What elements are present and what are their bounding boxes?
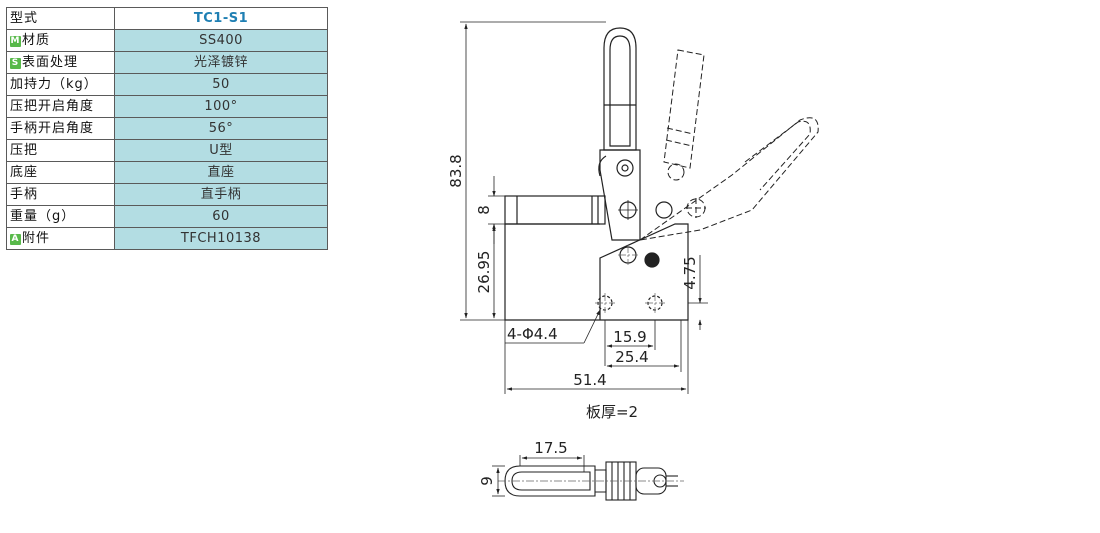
spec-value: 直手柄 xyxy=(114,183,328,206)
clamp-front-view xyxy=(504,27,689,321)
spec-value: 56° xyxy=(114,117,328,140)
spec-value: 100° xyxy=(114,95,328,118)
spec-row-clamp-force: 加持力（kg） 50 xyxy=(6,73,328,96)
surface-badge-icon: S xyxy=(10,58,21,69)
dim-hole-offset: 4.75 xyxy=(681,256,699,289)
accessory-badge-icon: A xyxy=(10,234,21,245)
dim-total-height: 83.8 xyxy=(447,154,465,187)
dim-hole-spacing: 15.9 xyxy=(613,328,646,346)
spec-label: 手柄开启角度 xyxy=(6,117,115,140)
clamp-open-positions xyxy=(639,49,819,241)
spec-label: 底座 xyxy=(6,161,115,184)
spec-label: 加持力（kg） xyxy=(6,73,115,96)
top-view-dimension-lines xyxy=(492,455,585,497)
dim-base-height: 26.95 xyxy=(475,251,493,294)
spec-label: 压把 xyxy=(6,139,115,162)
dimension-lines xyxy=(460,21,708,394)
spec-row-bar-angle: 压把开启角度 100° xyxy=(6,95,328,118)
spec-value: SS400 xyxy=(114,29,328,52)
spec-value: 60 xyxy=(114,205,328,228)
center-lines xyxy=(595,245,665,313)
spec-row-base: 底座 直座 xyxy=(6,161,328,184)
spec-value: 光泽镀锌 xyxy=(114,51,328,74)
dim-total-length: 51.4 xyxy=(573,371,606,389)
spec-row-handle: 手柄 直手柄 xyxy=(6,183,328,206)
spec-value: 直座 xyxy=(114,161,328,184)
dim-top-length: 17.5 xyxy=(534,439,567,457)
plate-thickness-note: 板厚=2 xyxy=(586,403,638,421)
spec-label: 型式 xyxy=(6,7,115,30)
dim-hole-callout: 4-Φ4.4 xyxy=(507,325,558,343)
spec-row-handle-angle: 手柄开启角度 56° xyxy=(6,117,328,140)
material-badge-icon: M xyxy=(10,36,21,47)
spec-label: 压把开启角度 xyxy=(6,95,115,118)
spec-label: 表面处理 xyxy=(22,55,79,70)
dim-top-width: 9 xyxy=(478,476,496,486)
spec-label: 材质 xyxy=(22,33,51,48)
dim-arm-height: 8 xyxy=(475,205,493,215)
spec-label: 附件 xyxy=(22,231,51,246)
dim-plate-width: 25.4 xyxy=(615,348,648,366)
spec-label: 手柄 xyxy=(6,183,115,206)
spec-value: TFCH10138 xyxy=(114,227,328,250)
